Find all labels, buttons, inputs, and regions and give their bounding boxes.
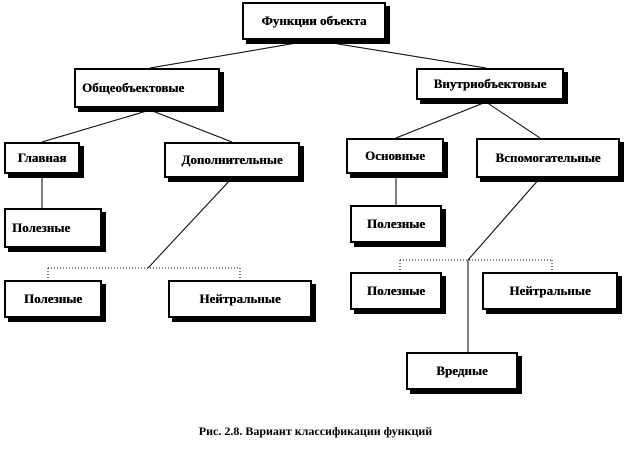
- line-additional-split: [147, 177, 233, 269]
- node-main-useful: Полезные: [4, 208, 102, 248]
- line-root-general: [149, 39, 315, 69]
- node-main: Главная: [4, 142, 80, 174]
- node-object-functions: Функции объекта: [242, 2, 386, 40]
- node-additional-neutral: Нейтральные: [168, 280, 312, 318]
- node-basic: Основные: [346, 138, 444, 174]
- node-auxiliary-neutral: Нейтральные: [482, 272, 618, 310]
- node-additional-useful: Полезные: [4, 280, 102, 318]
- line-general-additional: [149, 109, 233, 143]
- node-auxiliary-useful: Полезные: [350, 272, 442, 310]
- line-internal-basic: [395, 101, 487, 139]
- node-auxiliary: Вспомогательные: [476, 138, 620, 178]
- line-internal-auxiliary: [485, 101, 541, 139]
- node-auxiliary-harmful: Вредные: [406, 352, 518, 390]
- node-additional: Дополнительные: [164, 142, 300, 178]
- line-general-main: [41, 109, 151, 143]
- figure-caption: Рис. 2.8. Вариант классификации функций: [198, 424, 433, 438]
- line-auxiliary-split: [467, 177, 541, 261]
- node-internal-object: Внутриобъектовые: [416, 68, 564, 100]
- node-basic-useful: Полезные: [350, 205, 442, 243]
- node-general-object: Общеобъектовые: [74, 68, 220, 108]
- line-root-internal: [313, 39, 487, 69]
